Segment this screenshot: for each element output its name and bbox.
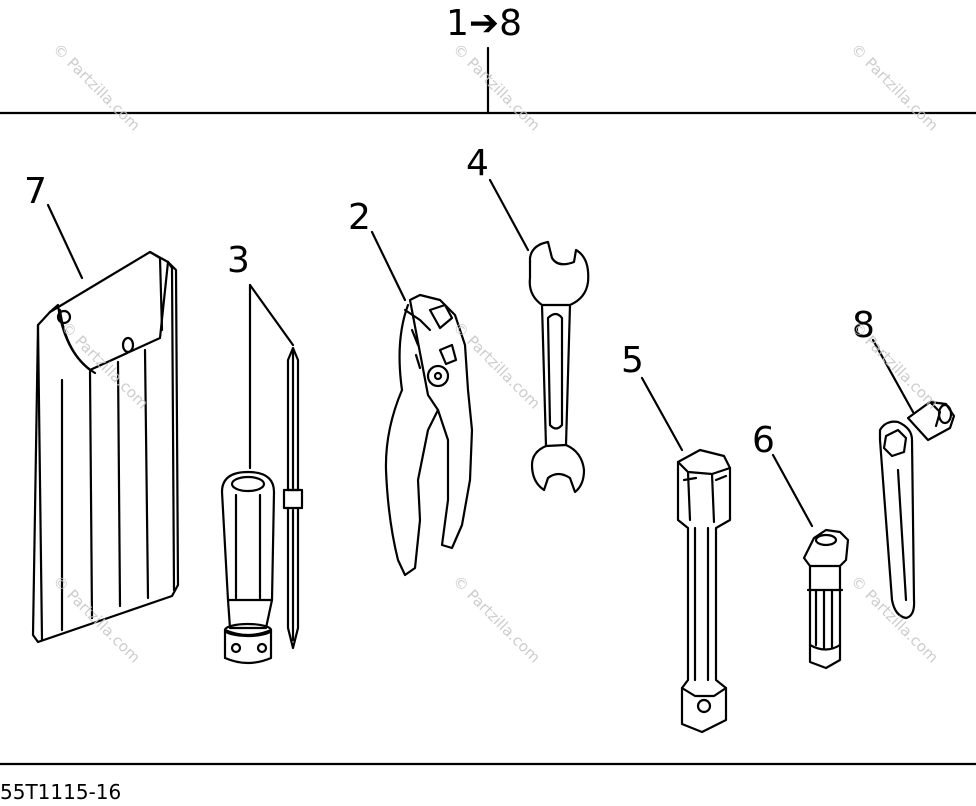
callout-7: 7 bbox=[24, 171, 47, 212]
leader-line-2 bbox=[370, 230, 407, 302]
screwdriver-handle-drawing bbox=[220, 470, 276, 665]
callout-3: 3 bbox=[227, 240, 250, 281]
part-range-label: 1➔8 bbox=[446, 3, 522, 44]
tool-bag-drawing bbox=[31, 250, 180, 644]
pliers-drawing bbox=[384, 293, 474, 577]
leader-line-3b bbox=[248, 283, 295, 347]
leader-line-6 bbox=[771, 453, 814, 528]
handle-wrench-drawing bbox=[878, 400, 956, 620]
leader-line-8 bbox=[871, 338, 915, 414]
callout-5: 5 bbox=[621, 340, 644, 381]
socket-drawing bbox=[802, 528, 850, 670]
screwdriver-bit-drawing bbox=[282, 346, 304, 650]
wrench-drawing bbox=[528, 240, 590, 494]
callout-6: 6 bbox=[752, 420, 775, 461]
callout-2: 2 bbox=[348, 197, 371, 238]
callout-8: 8 bbox=[852, 305, 875, 346]
leader-line-4 bbox=[488, 178, 530, 252]
leader-line-7 bbox=[46, 203, 84, 280]
box-wrench-drawing bbox=[676, 448, 732, 734]
callout-4: 4 bbox=[466, 143, 489, 184]
leader-line-5 bbox=[640, 376, 684, 452]
diagram-code: 55T1115-16 bbox=[0, 780, 122, 804]
